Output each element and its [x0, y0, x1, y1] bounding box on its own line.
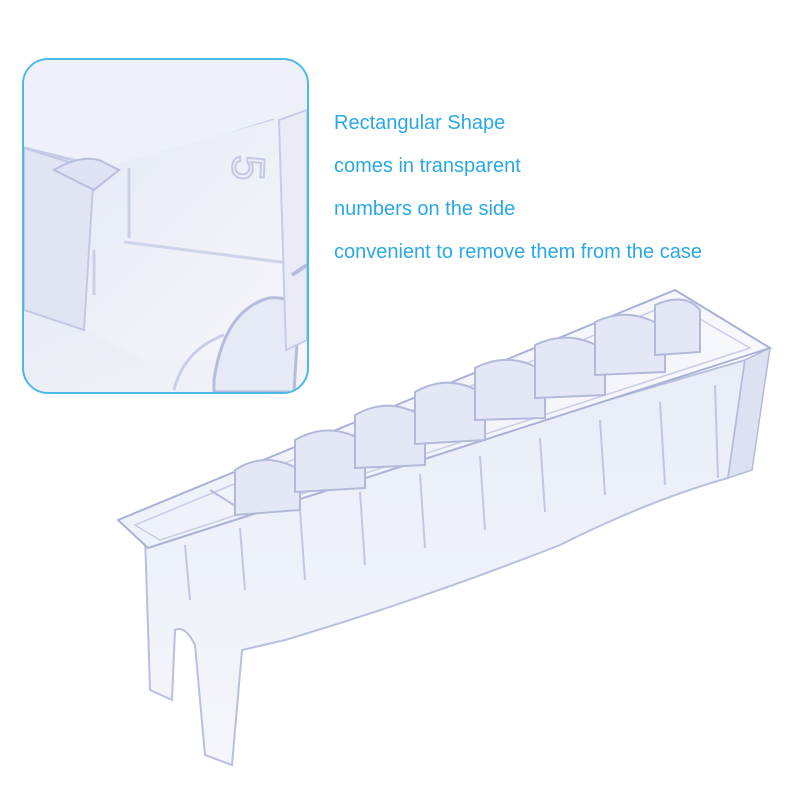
- feature-list: Rectangular Shape comes in transparent n…: [334, 112, 702, 284]
- feature-item: comes in transparent: [334, 155, 521, 177]
- feature-item: convenient to remove them from the case: [334, 241, 702, 263]
- closeup-photo: 5: [24, 60, 307, 392]
- closeup-inset: 5: [22, 58, 309, 394]
- feature-item: Rectangular Shape: [334, 112, 506, 134]
- size-number-mark: 5: [222, 154, 275, 181]
- feature-item: numbers on the side: [334, 198, 516, 220]
